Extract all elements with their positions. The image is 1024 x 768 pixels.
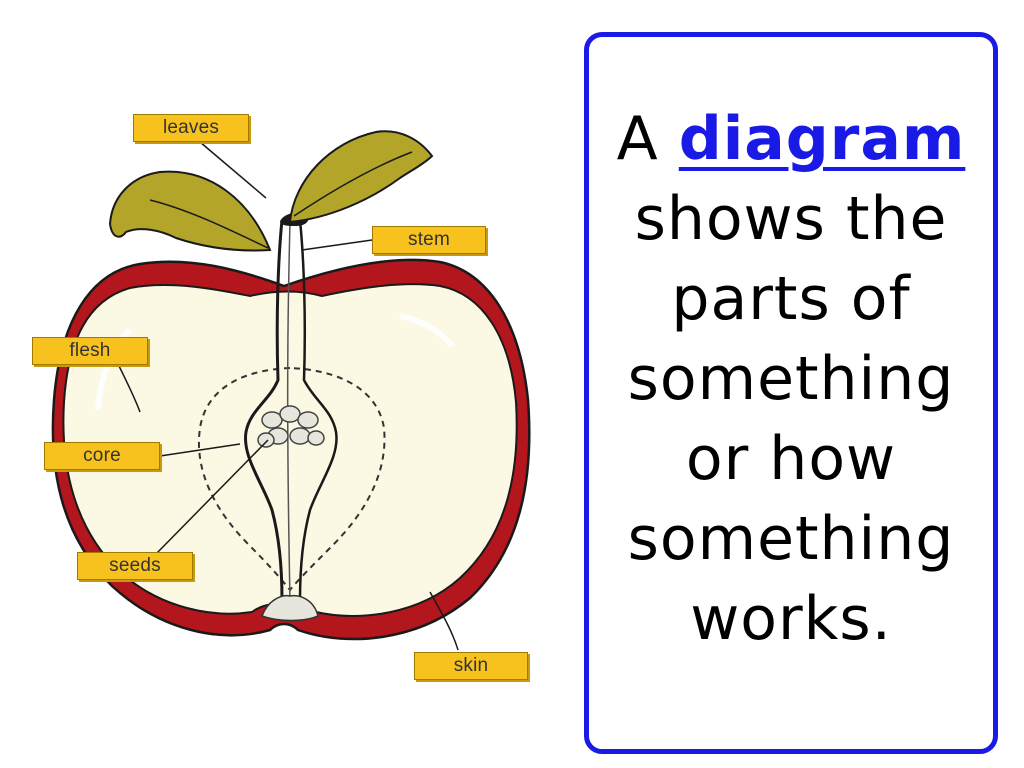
diagram-keyword-link[interactable]: diagram <box>678 104 966 174</box>
label-leaves: leaves <box>133 114 249 142</box>
apple-diagram <box>51 130 531 651</box>
definition-line-6: something <box>627 504 955 574</box>
leader-flesh <box>117 363 141 413</box>
label-seeds: seeds <box>77 552 193 580</box>
definition-line-4: something <box>627 344 955 414</box>
definition-line-2: shows the <box>634 184 948 254</box>
right-leaf <box>288 130 434 224</box>
definition-card: A diagram shows the parts of something o… <box>584 32 998 754</box>
definition-line-1: A diagram <box>617 99 966 179</box>
leader-leaves <box>199 141 267 199</box>
definition-line-3: parts of <box>671 264 911 334</box>
label-stem: stem <box>372 226 486 254</box>
leader-seeds <box>153 439 269 557</box>
label-flesh: flesh <box>32 337 148 365</box>
leader-skin <box>429 591 459 651</box>
left-leaf <box>108 170 272 252</box>
definition-line-5: or how <box>685 424 897 494</box>
seeds-cluster <box>257 405 325 448</box>
calyx <box>261 594 319 622</box>
leader-stem <box>301 239 373 251</box>
label-skin: skin <box>414 652 528 680</box>
definition-line-7: works. <box>690 584 892 654</box>
leader-core <box>159 443 241 457</box>
definition-prefix: A <box>616 104 659 174</box>
label-core: core <box>44 442 160 470</box>
stem-channel <box>243 219 284 601</box>
